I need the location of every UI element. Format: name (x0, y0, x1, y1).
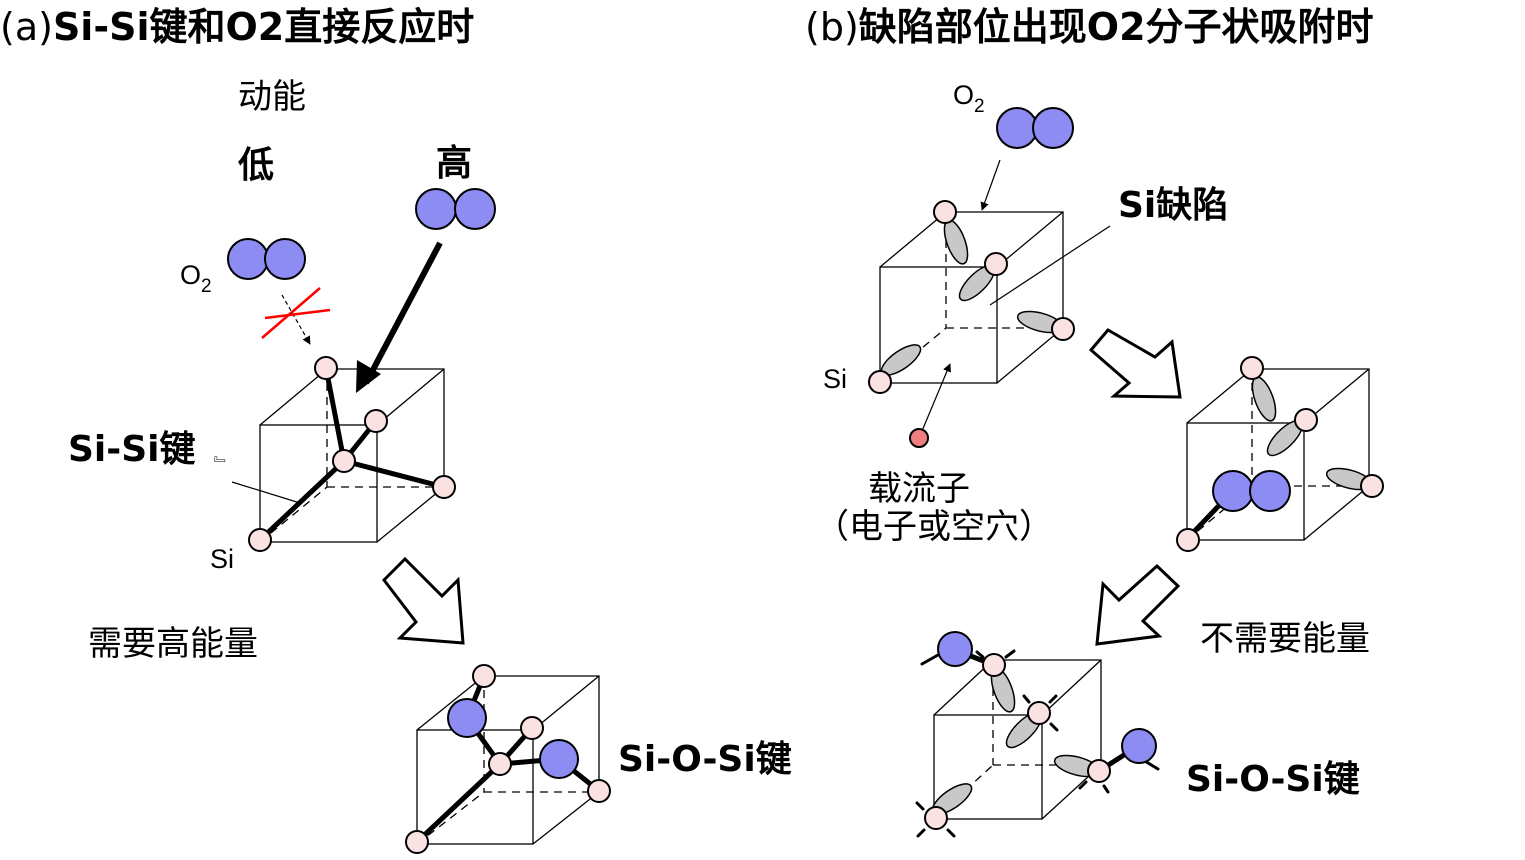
o2-label-b-main: O (953, 80, 975, 110)
si-atom (248, 528, 272, 552)
panel-b-mid-si (1176, 356, 1384, 552)
panel-a-crystal-cube (259, 368, 445, 543)
o2-label-a-sub: 2 (201, 276, 212, 297)
low-energy-approach-arrow (281, 294, 311, 345)
o2-label-b-sub: 2 (974, 96, 985, 117)
o2-molecule-panel-b (996, 107, 1074, 149)
panel-b-mid-oxygen (1212, 470, 1291, 512)
panel-b-prefix: (b) (805, 5, 859, 49)
panel-b-product-label: Si-O-Si键 (1186, 759, 1360, 800)
si-atom (432, 475, 456, 499)
high-energy-label: 高 (436, 143, 473, 184)
panel-b-product-oxygen (937, 631, 1157, 764)
panel-b-title-text: 缺陷部位出现O2分子状吸附时 (858, 5, 1374, 49)
panel-b-mid-orbitals (1251, 376, 1373, 491)
o2-label-a: O2 (180, 260, 212, 297)
o2-molecule-low (227, 238, 306, 280)
panel-a-title-text: Si-Si键和O2直接反应时 (52, 5, 475, 49)
si-atom (364, 409, 388, 433)
no-energy-note: 不需要能量 (1200, 619, 1370, 659)
si-label-a: Si (210, 544, 235, 574)
si-si-bond-pointer (231, 481, 301, 504)
carrier-label: 载流子 (868, 469, 970, 509)
si-label-b: Si (823, 364, 848, 394)
o2-label-a-main: O (180, 260, 202, 290)
carrier-dot (909, 428, 929, 448)
panel-a-product-si (405, 664, 611, 854)
si-si-bond-label: Si-Si键 (68, 429, 196, 470)
si-atom (314, 356, 338, 380)
panel-a-process-arrow (382, 556, 465, 645)
panel-b-process-arrow-1 (1088, 328, 1182, 399)
high-energy-approach-arrow (363, 241, 443, 385)
panel-a-product-oxygen (447, 698, 579, 779)
panel-a-si-atoms (248, 356, 456, 552)
si-atom (332, 449, 356, 473)
panel-a-prefix: (a) (0, 5, 53, 49)
pointer-tick: ﹄ (214, 455, 230, 474)
blocked-cross-mark (261, 287, 331, 339)
o2-molecule-high (415, 188, 496, 230)
panel-b-dangling-orbitals (880, 219, 1064, 376)
panel-b-process-arrow-2 (1095, 563, 1181, 646)
o2-label-b: O2 (953, 80, 985, 117)
carrier-arrow (921, 363, 951, 432)
high-energy-note: 需要高能量 (88, 624, 258, 664)
panel-b-product-orbitals (931, 667, 1101, 815)
low-energy-label: 低 (238, 145, 275, 186)
panel-b-si-atoms (868, 200, 1075, 394)
panel-b-title: (b)缺陷部位出现O2分子状吸附时 (805, 8, 1374, 46)
panel-b-product-ticks (915, 649, 1160, 838)
panel-a-title: (a)Si-Si键和O2直接反应时 (0, 8, 474, 46)
kinetic-energy-label: 动能 (238, 77, 306, 117)
panel-a-product-label: Si-O-Si键 (618, 739, 792, 780)
si-defect-pointer (989, 225, 1111, 306)
si-defect-label: Si缺陷 (1118, 185, 1229, 226)
high-energy-arrow-head (356, 360, 381, 393)
panel-b-product-si (924, 653, 1111, 830)
carrier-sub-label: （电子或空穴） (815, 507, 1053, 547)
o2-adsorption-arrow (980, 159, 1001, 211)
